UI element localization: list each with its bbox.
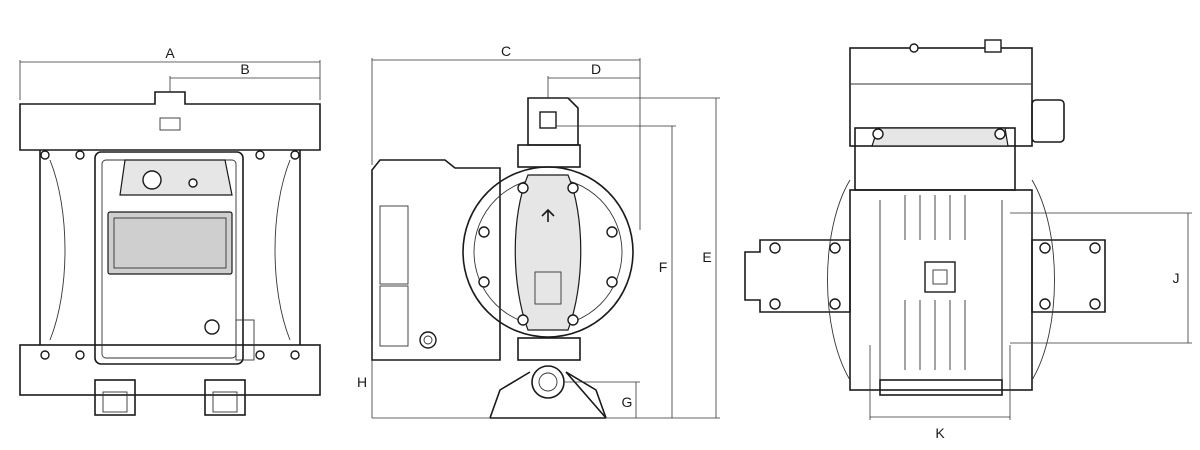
side-view [371, 97, 634, 419]
front-manifold-bolts [40, 150, 300, 360]
dimension-label-a: A [165, 45, 175, 61]
top-view [744, 39, 1106, 396]
front-cable-gland-icon [204, 319, 220, 335]
dimension-label-k: K [935, 425, 945, 441]
top-cable-gland-icon [1031, 99, 1065, 143]
top-fins [904, 195, 966, 370]
dimension-label-j: J [1173, 270, 1180, 286]
dimension-label-g: G [622, 394, 633, 410]
front-view [19, 91, 321, 416]
dimension-label-d: D [591, 61, 601, 77]
top-port-bolts [769, 242, 1101, 310]
side-chamber-bolts [478, 182, 618, 326]
dimension-label-c: C [501, 43, 511, 59]
dimension-label-f: F [659, 259, 668, 275]
dimension-label-h: H [357, 374, 367, 390]
top-vent-icon [984, 39, 1002, 53]
dimension-label-b: B [240, 61, 249, 77]
dimension-label-e: E [702, 249, 711, 265]
